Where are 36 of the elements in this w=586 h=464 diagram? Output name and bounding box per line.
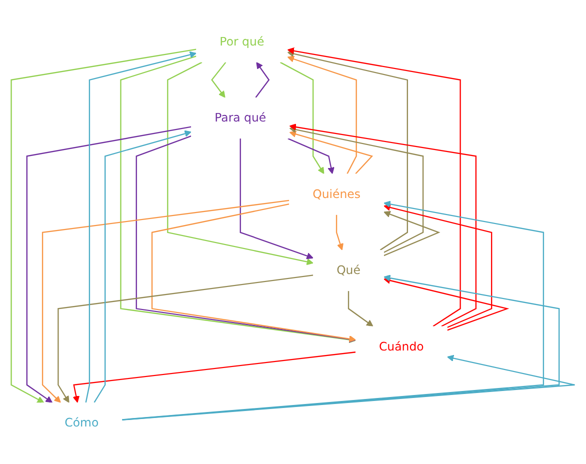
arrow xyxy=(151,203,356,342)
arrow xyxy=(289,123,477,326)
arrow xyxy=(72,351,356,402)
arrow xyxy=(122,274,560,420)
arrow xyxy=(26,126,192,402)
arrow xyxy=(287,55,357,174)
diagram: Por qué Para qué Quiénes Qué Cuándo Cómo xyxy=(5,14,581,450)
node-text: Qué xyxy=(336,262,360,277)
arrow xyxy=(280,61,324,174)
node-text: Cuándo xyxy=(378,339,424,354)
arrow xyxy=(211,62,226,98)
arrow xyxy=(85,50,197,402)
arrow xyxy=(167,61,314,265)
arrow xyxy=(255,62,270,98)
arrow xyxy=(136,135,356,342)
arrow xyxy=(240,138,314,259)
arrow xyxy=(10,48,196,402)
arrow xyxy=(42,199,290,402)
arrow xyxy=(348,290,374,326)
arrow xyxy=(288,138,334,174)
arrow xyxy=(94,130,192,402)
arrow xyxy=(58,274,314,402)
node-text: Cómo xyxy=(64,415,99,430)
arrow xyxy=(384,204,492,328)
node-text: Para qué xyxy=(214,110,266,124)
arrow xyxy=(122,354,576,420)
arrow xyxy=(120,55,356,343)
arrow xyxy=(289,130,374,174)
arrow xyxy=(287,47,461,326)
arrow xyxy=(289,126,424,253)
arrow xyxy=(336,214,344,250)
node-text: Quiénes xyxy=(312,186,360,201)
node-text: Por qué xyxy=(220,34,264,48)
arrow xyxy=(384,210,440,256)
arrow xyxy=(384,276,510,330)
arrow xyxy=(287,50,408,250)
